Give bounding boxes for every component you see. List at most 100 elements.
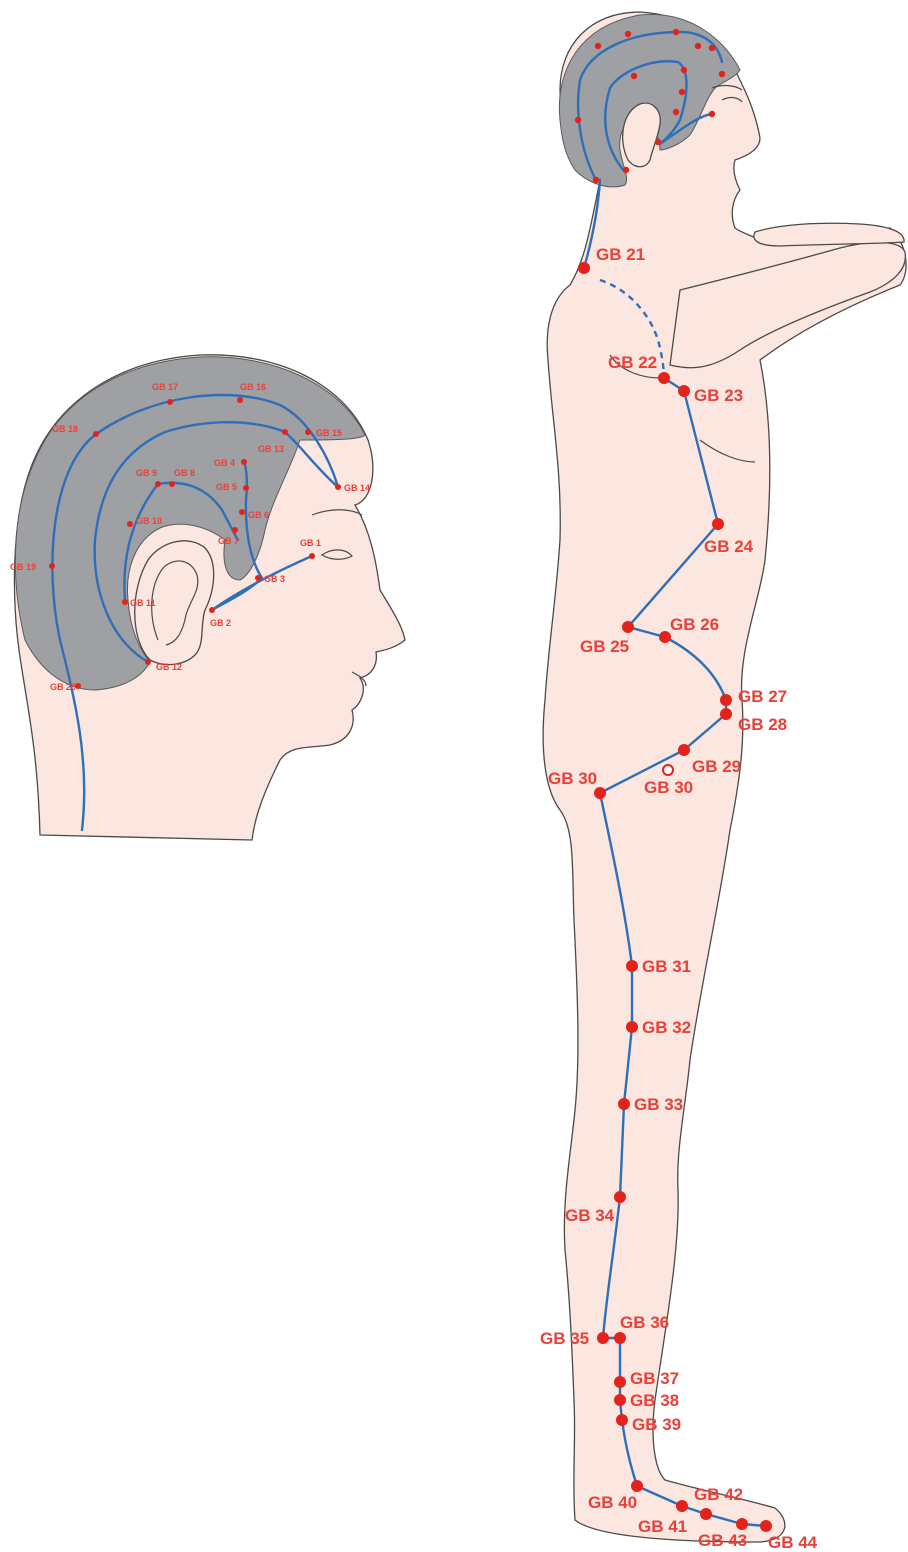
point-gb11[interactable]: [122, 599, 128, 605]
label-gb23: GB 23: [694, 386, 743, 405]
point-gb2[interactable]: [209, 607, 215, 613]
label-gb39: GB 39: [632, 1415, 681, 1434]
label-gb21: GB 21: [596, 245, 645, 264]
label-gb38: GB 38: [630, 1391, 679, 1410]
label-gb42: GB 42: [694, 1485, 743, 1504]
point-gb14[interactable]: [335, 484, 341, 490]
point-head-n[interactable]: [623, 167, 629, 173]
label-gb7: GB 7: [218, 536, 239, 546]
label-gb44: GB 44: [768, 1533, 818, 1552]
point-gb15[interactable]: [305, 429, 311, 435]
label-gb16: GB 16: [240, 382, 266, 392]
point-gb23[interactable]: [678, 385, 690, 397]
point-gb6[interactable]: [239, 509, 245, 515]
label-gb31: GB 31: [642, 957, 691, 976]
label-gb37: GB 37: [630, 1369, 679, 1388]
point-gb40[interactable]: [631, 1480, 643, 1492]
point-gb27[interactable]: [720, 694, 732, 706]
point-head-d[interactable]: [695, 43, 701, 49]
point-gb31[interactable]: [626, 960, 638, 972]
point-gb13[interactable]: [282, 429, 288, 435]
point-gb24[interactable]: [712, 518, 724, 530]
label-gb24: GB 24: [704, 537, 754, 556]
point-gb32[interactable]: [626, 1021, 638, 1033]
point-gb35[interactable]: [597, 1332, 609, 1344]
point-gb3[interactable]: [255, 575, 261, 581]
label-gb2: GB 2: [210, 618, 231, 628]
point-gb37[interactable]: [614, 1376, 626, 1388]
point-gb43[interactable]: [736, 1518, 748, 1530]
point-gb5[interactable]: [243, 485, 249, 491]
label-gb27: GB 27: [738, 687, 787, 706]
point-head-h[interactable]: [681, 67, 687, 73]
point-gb18[interactable]: [93, 431, 99, 437]
label-gb32: GB 32: [642, 1018, 691, 1037]
point-gb21[interactable]: [578, 262, 590, 274]
label-gb3: GB 3: [264, 574, 285, 584]
label-gb4: GB 4: [214, 458, 235, 468]
point-gb17[interactable]: [167, 399, 173, 405]
point-head-b[interactable]: [625, 31, 631, 37]
point-gb29[interactable]: [678, 744, 690, 756]
label-gb15: GB 15: [316, 428, 342, 438]
label-gb34: GB 34: [565, 1206, 615, 1225]
point-head-m[interactable]: [655, 139, 661, 145]
point-head-g[interactable]: [631, 73, 637, 79]
label-gb33: GB 33: [634, 1095, 683, 1114]
point-gb8[interactable]: [169, 481, 175, 487]
label-gb8: GB 8: [174, 468, 195, 478]
point-head-j[interactable]: [673, 109, 679, 115]
point-gb22[interactable]: [658, 372, 670, 384]
point-head-l[interactable]: [575, 117, 581, 123]
label-gb18: GB 18: [52, 424, 78, 434]
label-gb13: GB 13: [258, 444, 284, 454]
head-view: GB 1 GB 2 GB 3 GB 4 GB 5 GB 6 GB 7 GB 8 …: [10, 355, 405, 840]
point-head-o[interactable]: [593, 177, 599, 183]
hand: [754, 223, 904, 246]
point-gb33[interactable]: [618, 1098, 630, 1110]
point-gb39[interactable]: [616, 1414, 628, 1426]
point-gb34[interactable]: [614, 1191, 626, 1203]
point-gb25[interactable]: [622, 621, 634, 633]
point-gb9[interactable]: [155, 481, 161, 487]
point-head-i[interactable]: [679, 89, 685, 95]
point-gb44[interactable]: [760, 1520, 772, 1532]
label-gb25: GB 25: [580, 637, 629, 656]
label-gb43: GB 43: [698, 1531, 747, 1550]
label-gb36: GB 36: [620, 1313, 669, 1332]
label-gb30: GB 30: [548, 769, 597, 788]
label-gb10: GB 10: [136, 516, 162, 526]
body-view: GB 21 GB 22 GB 23 GB 24 GB 25 GB 26 GB 2…: [540, 12, 906, 1552]
label-gb12: GB 12: [156, 662, 182, 672]
point-gb12[interactable]: [145, 659, 151, 665]
label-gb11: GB 11: [130, 598, 156, 608]
label-gb30-front: GB 30: [644, 778, 693, 797]
label-gb6: GB 6: [248, 510, 269, 520]
point-gb28[interactable]: [720, 708, 732, 720]
label-gb5: GB 5: [216, 482, 237, 492]
point-head-c[interactable]: [673, 29, 679, 35]
point-gb1-head[interactable]: [309, 553, 315, 559]
label-gb20: GB 20: [50, 682, 76, 692]
point-gb16[interactable]: [237, 397, 243, 403]
point-gb30-front[interactable]: [663, 765, 673, 775]
label-gb22: GB 22: [608, 353, 657, 372]
point-head-f[interactable]: [719, 71, 725, 77]
label-gb17: GB 17: [152, 382, 178, 392]
point-gb41[interactable]: [676, 1500, 688, 1512]
point-gb7[interactable]: [232, 527, 238, 533]
point-gb30[interactable]: [594, 787, 606, 799]
point-gb38[interactable]: [614, 1394, 626, 1406]
point-gb19[interactable]: [49, 563, 55, 569]
point-head-k[interactable]: [709, 111, 715, 117]
point-head-e[interactable]: [709, 45, 715, 51]
point-gb10[interactable]: [127, 521, 133, 527]
label-gb29: GB 29: [692, 757, 741, 776]
point-head-a[interactable]: [595, 43, 601, 49]
label-gb1-head: GB 1: [300, 538, 321, 548]
point-gb4[interactable]: [241, 459, 247, 465]
label-gb26: GB 26: [670, 615, 719, 634]
point-gb36[interactable]: [614, 1332, 626, 1344]
point-gb42[interactable]: [700, 1508, 712, 1520]
